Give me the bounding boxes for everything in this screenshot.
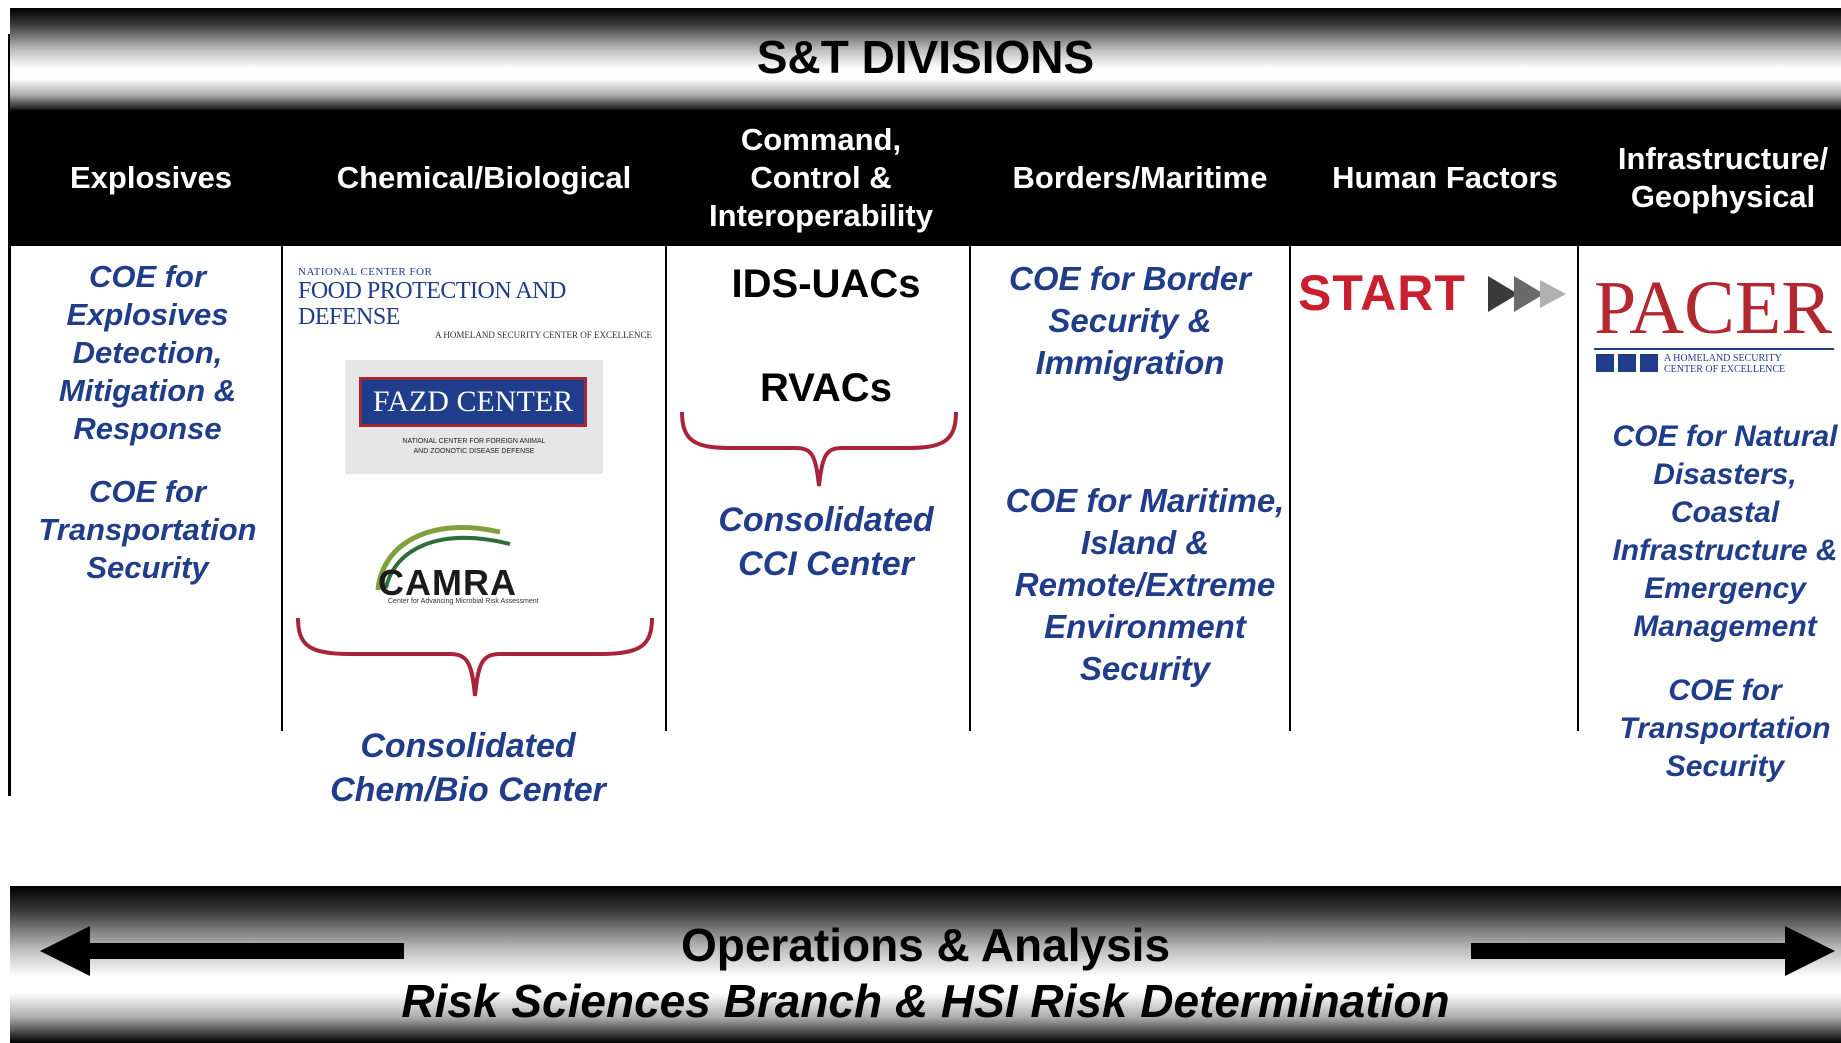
start-arrows-icon (1488, 276, 1566, 312)
cci-bracket-icon (680, 411, 958, 487)
column-divider (969, 246, 971, 731)
operations-analysis-title: Operations & Analysis (680, 919, 1171, 971)
header-human-factors: Human Factors (1332, 160, 1558, 195)
building-icon (1640, 354, 1658, 372)
column-divider (665, 246, 667, 731)
ids-uacs-label: IDS-UACs (731, 262, 921, 306)
camra-swoosh-icon (375, 525, 511, 591)
header-explosives: Explosives (70, 160, 232, 195)
start-logo: START (1298, 264, 1573, 324)
camra-logo: CAMRA Center for Advancing Microbial Ris… (360, 504, 590, 608)
header-borders: Borders/Maritime (1012, 160, 1268, 195)
column-divider (281, 246, 283, 731)
risk-sciences-subtitle: Risk Sciences Branch & HSI Risk Determin… (401, 975, 1450, 1027)
left-border-line (8, 34, 11, 796)
fazd-center-logo: FAZD CENTER National Center for Foreign … (345, 360, 603, 474)
pacer-logo: PACER A HOMELAND SECURITY CENTER OF EXCE… (1594, 270, 1841, 380)
caduceus-icon (1618, 354, 1636, 372)
division-header-bar: Explosives Chemical/Biological Command,C… (10, 110, 1841, 246)
title-banner: S&T DIVISIONS (10, 8, 1841, 112)
header-infrastructure: Infrastructure/Geophysical (1617, 141, 1829, 214)
header-chembio: Chemical/Biological (336, 160, 632, 195)
column-divider (1289, 246, 1291, 731)
ncfpd-logo: National Center for Food Protection and … (298, 266, 652, 340)
column-divider (1577, 246, 1579, 731)
arrow-left-icon (40, 926, 404, 976)
page-title: S&T DIVISIONS (756, 31, 1095, 83)
header-cci: Command,Control &Interoperability (709, 122, 933, 233)
operations-analysis-banner: Operations & Analysis Risk Sciences Bran… (10, 886, 1841, 1043)
arrow-right-icon (1471, 926, 1835, 976)
chembio-bracket-icon (296, 617, 654, 697)
rvacs-label: RVACs (760, 366, 892, 410)
atom-icon (1596, 354, 1614, 372)
